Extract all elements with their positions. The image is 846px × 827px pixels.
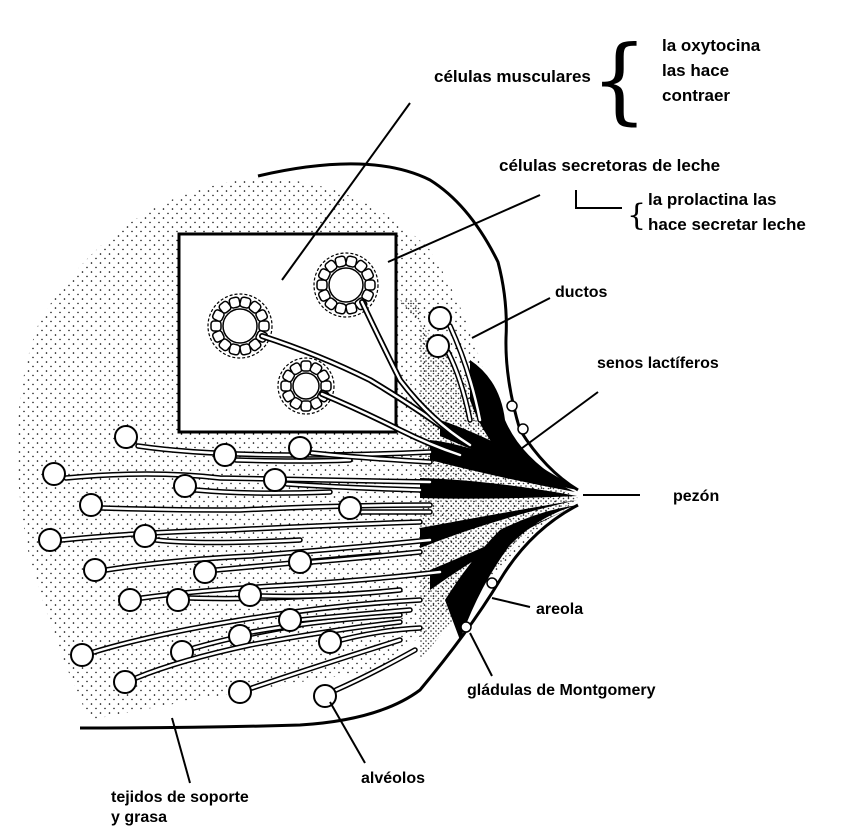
alveolus (429, 307, 451, 329)
label-lactiferous-sinuses: senos lactíferos (597, 355, 719, 372)
alveolus (167, 589, 189, 611)
alveolus-lumen (329, 268, 363, 302)
secretory-cell (335, 256, 347, 268)
alveolus (80, 494, 102, 516)
alveolus (289, 437, 311, 459)
label-oxytocin-2: las hace (662, 61, 729, 80)
alveolus (84, 559, 106, 581)
alveolus (43, 463, 65, 485)
alveolus (319, 631, 341, 653)
label-montgomery: gládulas de Montgomery (467, 682, 656, 699)
label-ducts: ductos (555, 284, 608, 301)
inset-alveolus-left (208, 294, 272, 358)
alveolus-lumen (223, 309, 257, 343)
alveolus (339, 497, 361, 519)
alveolus (115, 426, 137, 448)
label-muscle-cells: células musculares (434, 67, 591, 86)
alveolus (214, 444, 236, 466)
duct-lumen (236, 460, 350, 461)
alveolus (39, 529, 61, 551)
label-oxytocin-3: contraer (662, 86, 730, 105)
inset-alveolus-bottom (278, 358, 334, 414)
label-nipple: pezón (673, 488, 719, 505)
alveolus (279, 609, 301, 631)
label-oxytocin-1: la oxytocina (662, 36, 761, 55)
alveolus (134, 525, 156, 547)
alveolus-lumen (293, 373, 319, 399)
secretory-cell (211, 321, 221, 331)
label-secretory-cells: células secretoras de leche (499, 156, 720, 175)
secretory-cell (229, 297, 241, 309)
alveolus (114, 671, 136, 693)
label-support-tissue-1: tejidos de soporte (111, 789, 249, 806)
alveolus (119, 589, 141, 611)
alveolus (314, 685, 336, 707)
secretory-cell (239, 343, 251, 355)
label-prolactin-1: la prolactina las (648, 190, 777, 209)
alveolus (174, 475, 196, 497)
prolactin-brace: { (627, 198, 646, 233)
label-support-tissue-2: y grasa (111, 809, 167, 826)
label-prolactin-2: hace secretar leche (648, 215, 806, 234)
label-areola: areola (536, 601, 583, 618)
alveolus (427, 335, 449, 357)
alveolus (71, 644, 93, 666)
label-alveoli: alvéolos (361, 770, 425, 787)
alveolus (239, 584, 261, 606)
secretory-cell (317, 280, 327, 290)
alveolus (194, 561, 216, 583)
inset-alveolus-right (314, 253, 378, 317)
alveolus (229, 681, 251, 703)
alveolus (289, 551, 311, 573)
secretory-cell (365, 280, 375, 290)
alveolus (264, 469, 286, 491)
oxytocin-brace: { (591, 25, 648, 135)
secretory-cell (259, 321, 269, 331)
secretory-cell (345, 302, 357, 314)
